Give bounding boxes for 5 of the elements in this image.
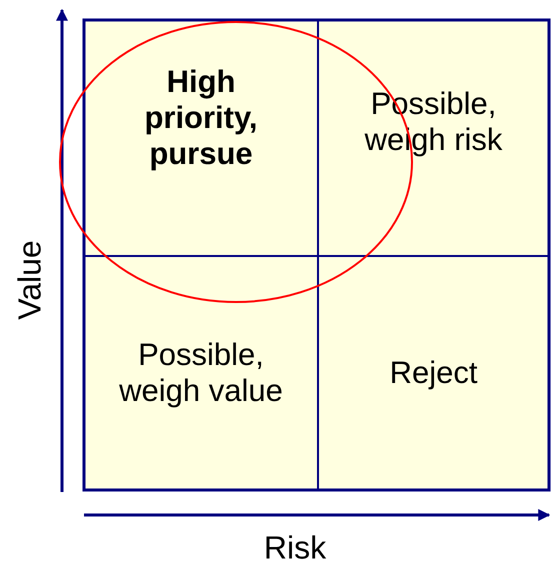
quadrant-label: Possible, weigh value <box>118 337 284 409</box>
x-axis-title: Risk <box>264 530 326 563</box>
quadrant-label: Reject <box>390 355 478 391</box>
y-axis-title: Value <box>12 240 48 320</box>
quadrant-label: High priority, pursue <box>143 64 259 172</box>
